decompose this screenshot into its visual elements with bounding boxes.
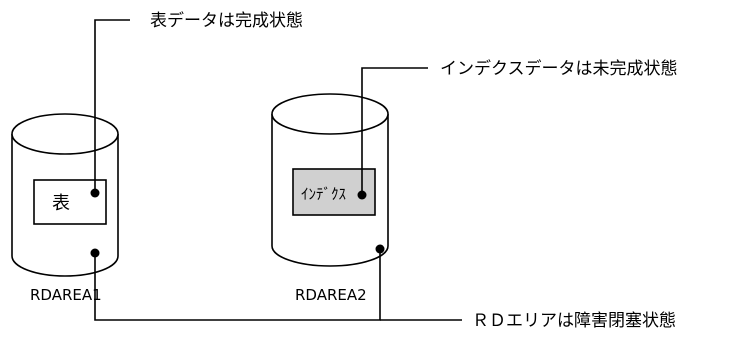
table-callout-dot bbox=[90, 188, 100, 198]
cylinder-rdarea1-top bbox=[11, 113, 119, 155]
rdarea-callout-line bbox=[94, 249, 381, 321]
table-box-label: 表 bbox=[52, 193, 70, 214]
index-callout-line bbox=[361, 67, 428, 195]
rdarea1-label: RDAREA1 bbox=[30, 286, 102, 304]
table-state-text: 表データは完成状態 bbox=[150, 10, 303, 31]
callout-lines bbox=[94, 19, 462, 321]
index-box-label: ｲﾝﾃﾞｸｽ bbox=[301, 185, 346, 203]
rdarea1-callout-dot bbox=[90, 248, 100, 258]
table-callout-line bbox=[94, 19, 130, 193]
rdarea2-callout-dot bbox=[375, 244, 385, 254]
index-state-text: インデクスデータは未完成状態 bbox=[440, 58, 678, 79]
table-box bbox=[33, 179, 107, 225]
cylinder-rdarea2-top bbox=[271, 93, 389, 135]
rdarea-state-text: ＲＤエリアは障害閉塞状態 bbox=[472, 311, 676, 331]
index-callout-dot bbox=[357, 190, 367, 200]
rdarea2-label: RDAREA2 bbox=[295, 286, 367, 304]
callout-dots bbox=[90, 188, 385, 258]
